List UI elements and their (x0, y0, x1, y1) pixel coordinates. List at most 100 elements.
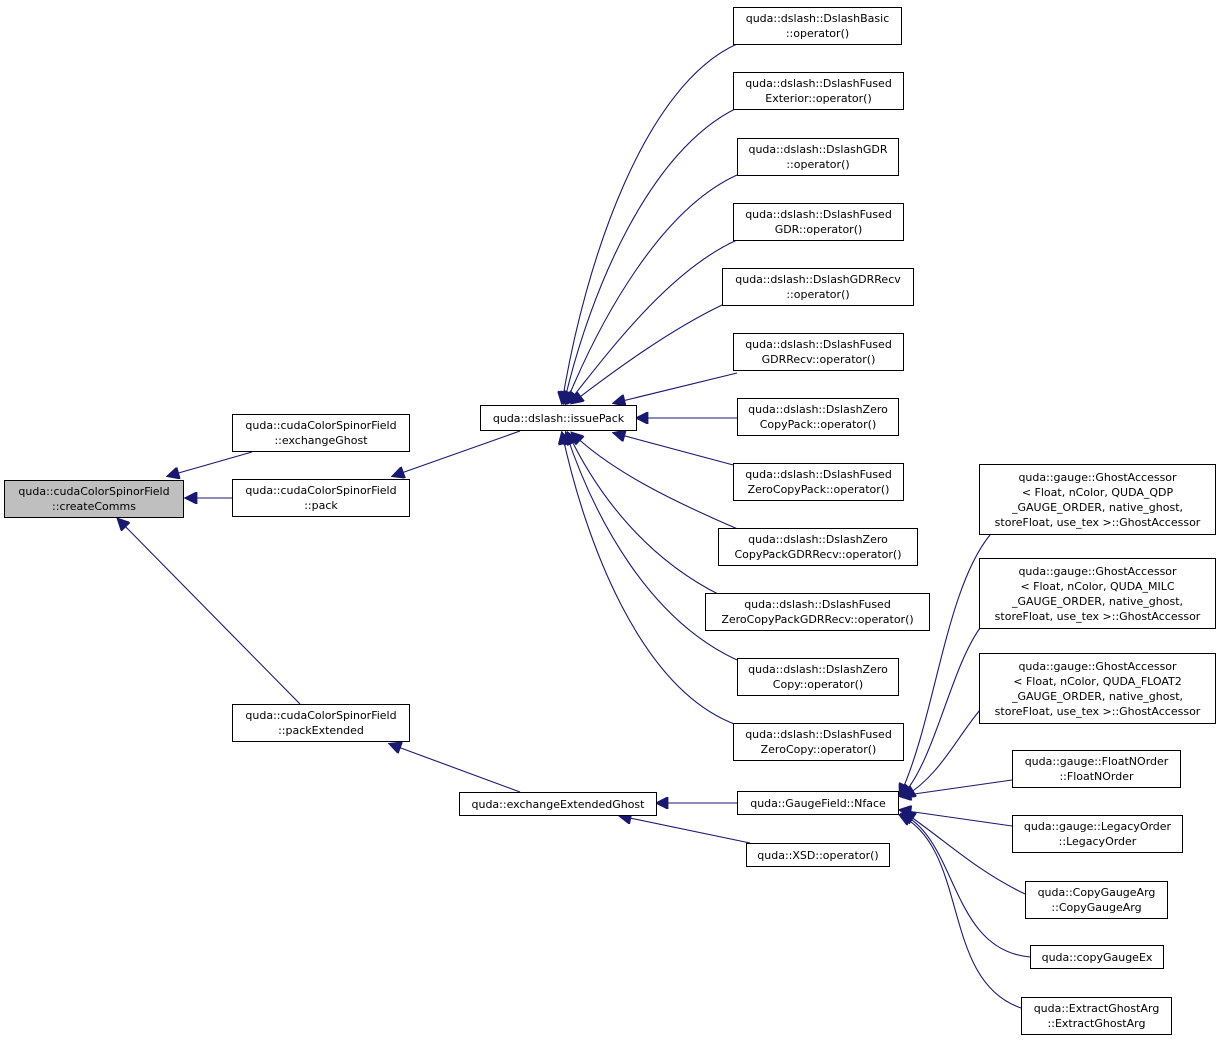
node-label-line: _GAUGE_ORDER, native_ghost, (1011, 500, 1183, 514)
edge-ghostmilc-to-nface (902, 627, 981, 796)
node-float-n-order[interactable]: quda::gauge::FloatNOrder::FloatNOrder (1012, 750, 1181, 788)
node-label-line: quda::dslash::issuePack (492, 411, 625, 425)
node-label-line: storeFloat, use_tex >::GhostAccessor (994, 609, 1201, 623)
node-root: quda::cudaColorSpinorField::createComms (4, 480, 184, 518)
node-label-line: quda::dslash::DslashGDR (748, 143, 888, 156)
node-label-line: ::createComms (52, 500, 136, 513)
node-ghost-qdp[interactable]: quda::gauge::GhostAccessor< Float, nColo… (979, 464, 1216, 535)
node-label-line: _GAUGE_ORDER, native_ghost, (1011, 689, 1183, 703)
node-label-line: quda::dslash::DslashBasic (745, 12, 890, 25)
node-label-line: quda::cudaColorSpinorField (245, 419, 397, 432)
node-label-line: _GAUGE_ORDER, native_ghost, (1011, 594, 1183, 608)
edge-fusedexterior-to-issuepack (564, 107, 738, 403)
node-label-line: GDR::operator() (774, 223, 863, 236)
node-label-line: quda::dslash::DslashZero (748, 403, 888, 416)
node-label-line: quda::gauge::FloatNOrder (1024, 755, 1169, 768)
node-label-line: quda::gauge::GhostAccessor (1018, 659, 1177, 673)
node-label-line: ::operator() (785, 27, 850, 40)
edge-ghostqdp-to-nface (900, 534, 991, 795)
node-label-line: quda::dslash::DslashFused (745, 468, 892, 481)
edge-gdrrecv-to-issuepack (572, 304, 723, 403)
node-label-line: ::FloatNOrder (1059, 770, 1134, 783)
node-label-line: ::packExtended (278, 724, 364, 737)
node-label-line: quda::copyGaugeEx (1041, 950, 1153, 964)
node-legacy-order[interactable]: quda::gauge::LegacyOrder::LegacyOrder (1012, 815, 1183, 853)
edge-fusedzerocopy-to-issuepack (562, 433, 738, 726)
edge-floatnorder-to-nface (900, 779, 1013, 796)
edge-zerocopy-to-issuepack (566, 433, 738, 661)
node-label-line: quda::dslash::DslashGDRRecv (735, 273, 901, 286)
edge-legacyorder-to-nface (900, 810, 1013, 827)
edge-fusedzerocopypack-to-issuepack (614, 433, 738, 467)
node-xsd[interactable]: quda::XSD::operator() (746, 843, 890, 867)
node-label-line: ::exchangeGhost (274, 434, 368, 447)
node-label-line: quda::dslash::DslashFused (745, 208, 892, 221)
node-label-line: ::ExtractGhostArg (1047, 1017, 1146, 1030)
node-label-line: quda::exchangeExtendedGhost (471, 797, 645, 811)
node-label-line: quda::CopyGaugeArg (1037, 886, 1156, 899)
node-label-line: quda::GaugeField::Nface (750, 796, 886, 810)
node-label-line: CopyPackGDRRecv::operator() (734, 548, 902, 561)
edge-issuepack-to-pack (393, 430, 521, 476)
node-gdr-recv[interactable]: quda::dslash::DslashGDRRecv::operator() (722, 268, 914, 306)
node-pack-extended[interactable]: quda::cudaColorSpinorField::packExtended (232, 704, 410, 742)
node-label-line: quda::dslash::DslashFused (745, 77, 892, 90)
node-nface[interactable]: quda::GaugeField::Nface (737, 791, 899, 815)
node-label-line: ZeroCopyPackGDRRecv::operator() (721, 613, 914, 626)
node-gdr[interactable]: quda::dslash::DslashGDR::operator() (737, 138, 899, 176)
node-label-line: quda::cudaColorSpinorField (245, 484, 397, 497)
edge-fusedzerocopypackgdrrecv-to-issuepack (568, 433, 721, 596)
node-ghost-milc[interactable]: quda::gauge::GhostAccessor< Float, nColo… (979, 558, 1216, 629)
node-label-line: ::pack (304, 499, 338, 512)
node-label-line: GDRRecv::operator() (761, 353, 876, 366)
node-copy-gauge-arg[interactable]: quda::CopyGaugeArg::CopyGaugeArg (1025, 881, 1168, 919)
edge-copygaugearg-to-nface (904, 812, 1026, 895)
node-label-line: quda::XSD::operator() (757, 848, 879, 862)
node-label-line: < Float, nColor, QUDA_QDP (1021, 485, 1174, 499)
node-label-line: CopyPack::operator() (759, 418, 877, 431)
edge-ghostfloat2-to-nface (904, 709, 981, 797)
node-label-line: quda::gauge::GhostAccessor (1018, 470, 1177, 484)
node-label-line: quda::dslash::DslashFused (745, 728, 892, 741)
node-label-line: ::operator() (786, 288, 850, 301)
node-label-line: ::operator() (786, 158, 850, 171)
edge-gdr-to-issuepack (566, 174, 738, 403)
node-exchange-ghost[interactable]: quda::cudaColorSpinorField::exchangeGhos… (232, 414, 410, 452)
node-label-line: < Float, nColor, QUDA_MILC (1020, 579, 1175, 593)
node-label-line: ::CopyGaugeArg (1051, 901, 1142, 914)
node-issue-pack[interactable]: quda::dslash::issuePack (480, 405, 637, 431)
node-exchange-extended-ghost[interactable]: quda::exchangeExtendedGhost (459, 792, 657, 816)
node-label-line: < Float, nColor, QUDA_FLOAT2 (1013, 674, 1182, 688)
node-label-line: quda::ExtractGhostArg (1033, 1002, 1160, 1015)
node-extract-ghost-arg[interactable]: quda::ExtractGhostArg::ExtractGhostArg (1021, 997, 1172, 1035)
node-label-line: quda::dslash::DslashZero (748, 663, 888, 676)
edge-packextended-to-root (118, 519, 301, 705)
edge-dslashbasic-to-issuepack (562, 43, 738, 403)
node-label-line: storeFloat, use_tex >::GhostAccessor (994, 515, 1201, 529)
node-dslash-basic[interactable]: quda::dslash::DslashBasic::operator() (733, 7, 902, 45)
edge-extractghostarg-to-nface (900, 815, 1022, 1009)
node-ghost-float2[interactable]: quda::gauge::GhostAccessor< Float, nColo… (979, 653, 1216, 724)
node-label-line: Copy::operator() (772, 678, 864, 691)
node-copy-gauge-ex[interactable]: quda::copyGaugeEx (1030, 945, 1164, 969)
edge-exchangeextendedghost-to-packextended (390, 744, 521, 793)
node-label-line: quda::dslash::DslashZero (748, 533, 888, 546)
node-label-line: quda::dslash::DslashFused (744, 598, 891, 611)
node-label-line: Exterior::operator() (765, 92, 872, 105)
edge-copygaugeex-to-nface (902, 814, 1031, 958)
node-label-line: ZeroCopy::operator() (760, 743, 877, 756)
edge-exchangeghost-to-root (168, 451, 253, 476)
node-pack[interactable]: quda::cudaColorSpinorField::pack (232, 479, 410, 517)
edge-fusedgdrrecv-to-issuepack (614, 372, 738, 403)
